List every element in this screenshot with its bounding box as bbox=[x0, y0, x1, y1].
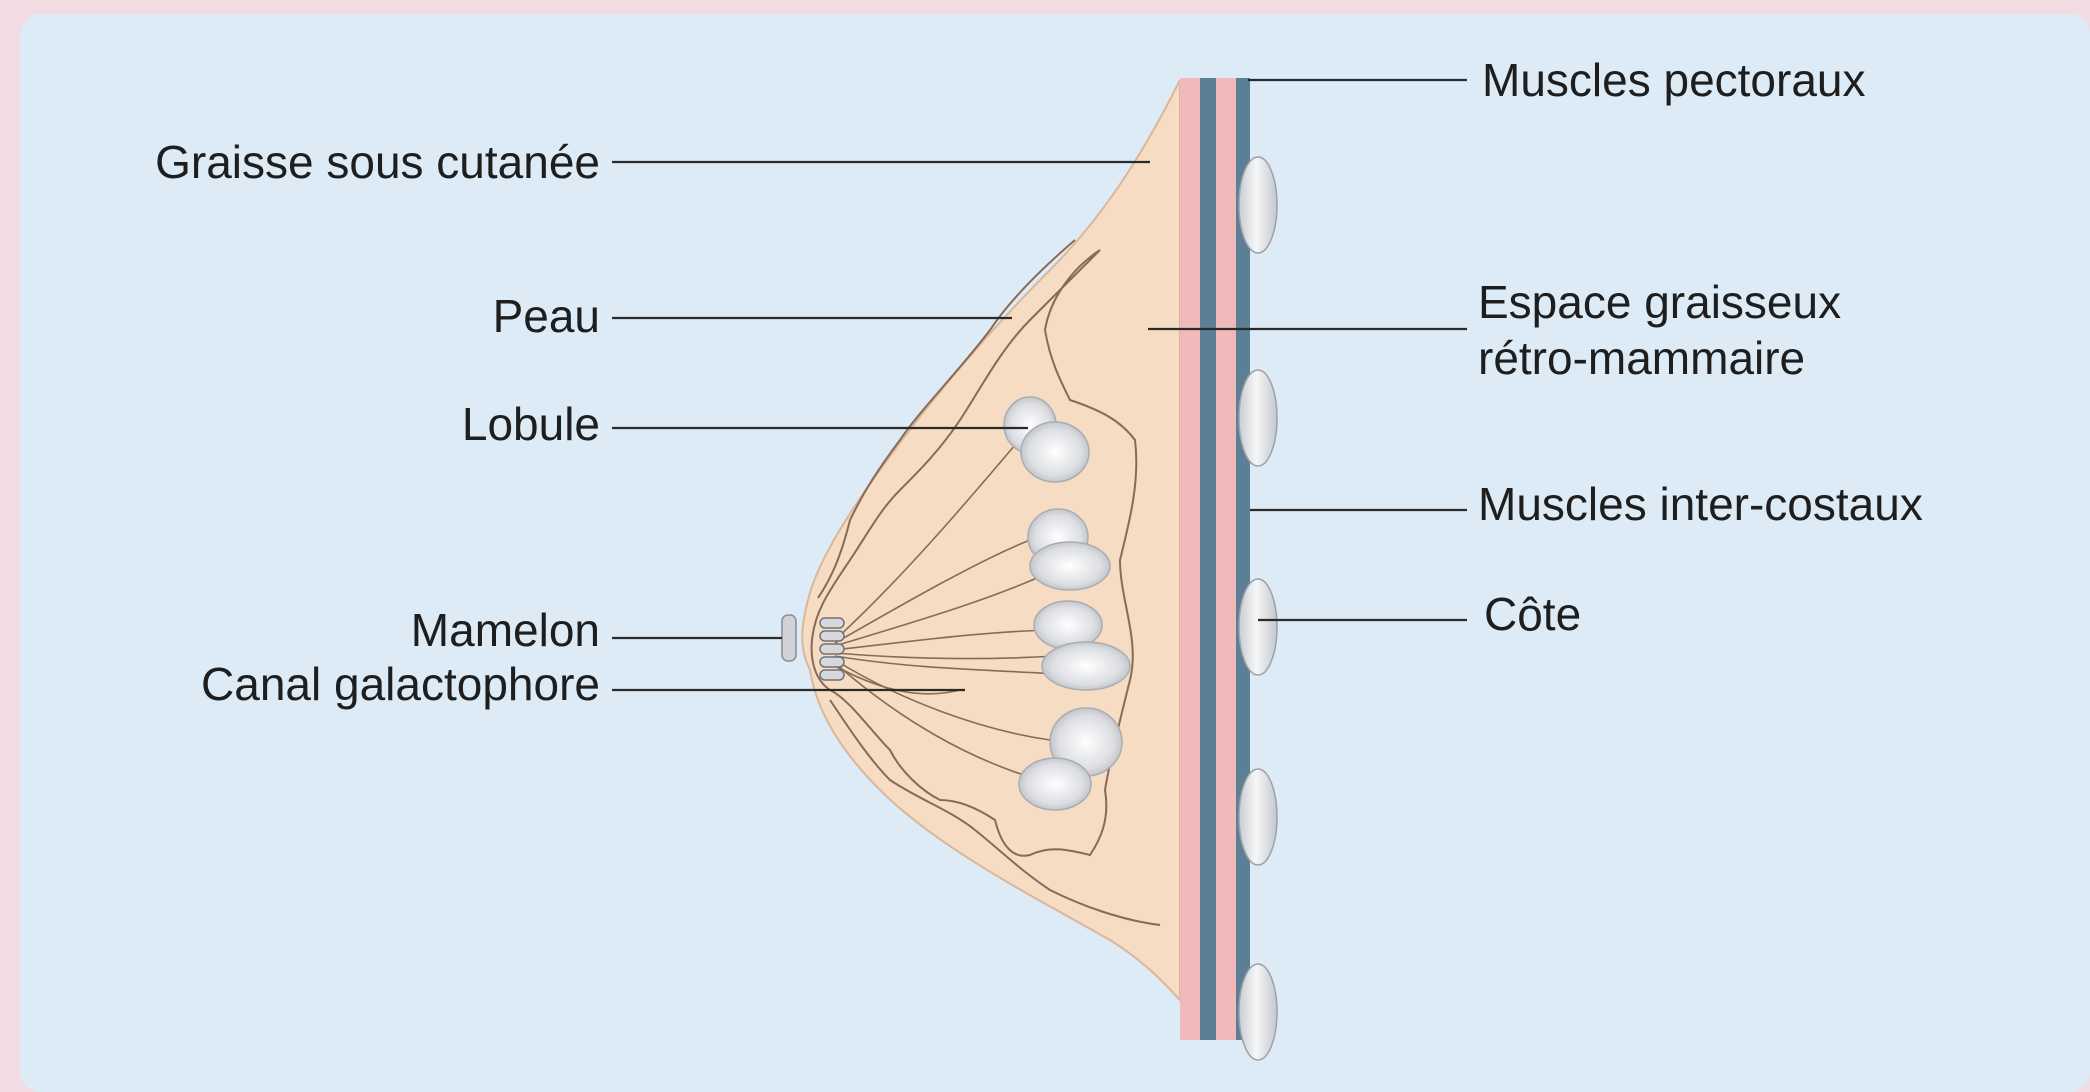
retro-mammary-fat-layer bbox=[1216, 78, 1236, 1040]
label-pectoral-muscles: Muscles pectoraux bbox=[1482, 52, 1866, 108]
label-milk-duct: Canal galactophore bbox=[40, 656, 600, 712]
label-intercostal-muscles: Muscles inter-costaux bbox=[1478, 476, 1923, 532]
label-nipple: Mamelon bbox=[40, 602, 600, 658]
breast-tissue bbox=[802, 80, 1180, 1000]
label-skin: Peau bbox=[40, 288, 600, 344]
pectoral-muscle-layer bbox=[1200, 78, 1216, 1040]
label-subcutaneous-fat: Graisse sous cutanée bbox=[40, 134, 600, 190]
label-retro-mammary-fat-line2: rétro-mammaire bbox=[1478, 330, 1805, 386]
label-retro-mammary-fat-line1: Espace graisseux bbox=[1478, 274, 1841, 330]
skin-layer bbox=[1180, 78, 1200, 1040]
label-lobule: Lobule bbox=[40, 396, 600, 452]
label-rib: Côte bbox=[1484, 586, 1581, 642]
